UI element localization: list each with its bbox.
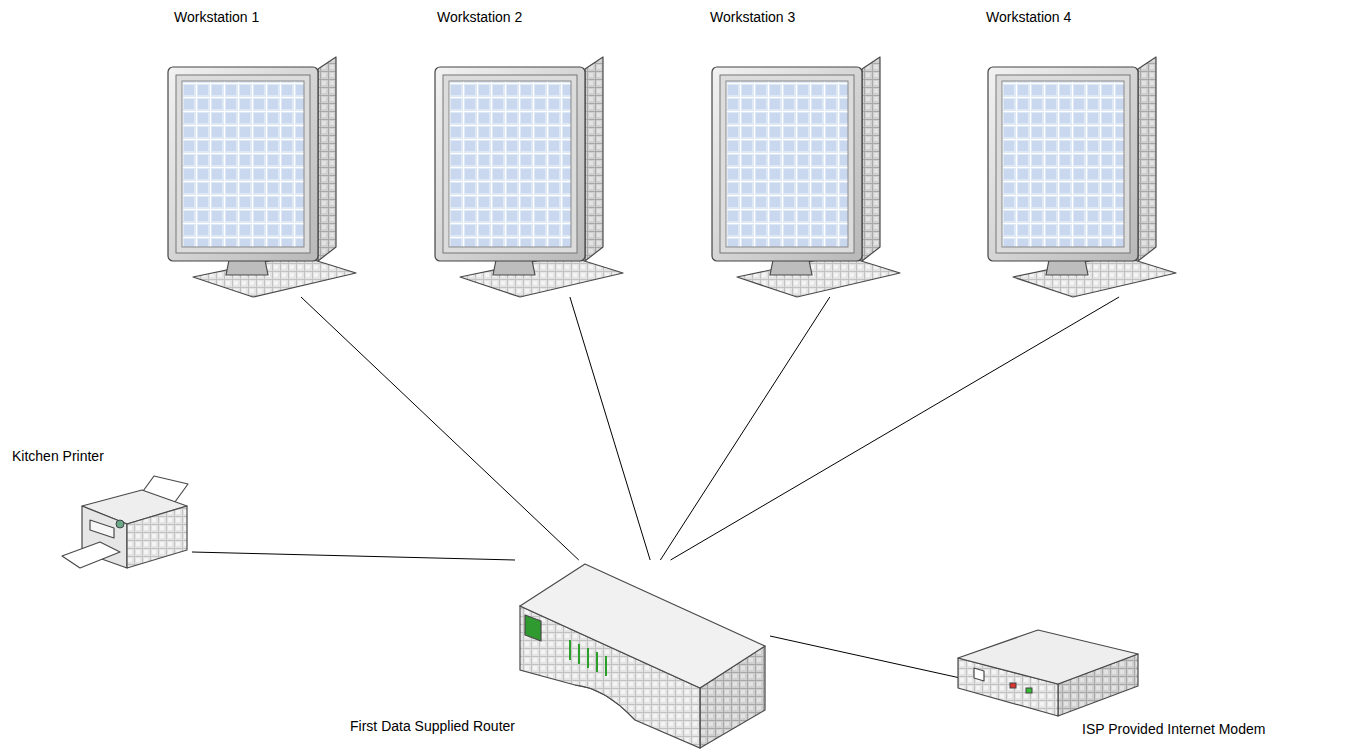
modem-led	[1026, 688, 1032, 693]
printer-slot	[90, 520, 114, 538]
monitor-icon	[988, 55, 1178, 297]
icon-group	[712, 57, 900, 297]
printer-icon	[62, 476, 192, 571]
printer-button	[116, 520, 124, 528]
monitor-frame	[720, 75, 854, 253]
router-ridge	[575, 685, 635, 720]
monitor-icon	[435, 55, 625, 297]
printer-paper-out	[62, 542, 120, 568]
icon-group	[958, 630, 1138, 716]
modem-led	[1010, 683, 1016, 688]
printer-side	[127, 506, 187, 568]
router-top	[520, 564, 765, 688]
router-panel	[525, 615, 541, 641]
icon-group	[520, 564, 765, 748]
monitor-screen	[449, 81, 571, 247]
device-label: Workstation 1	[172, 9, 261, 26]
router-led	[605, 656, 607, 676]
monitor-bezel	[988, 67, 1138, 261]
router-node: First Data Supplied Router	[515, 560, 770, 750]
modem-port	[974, 668, 984, 681]
icon-group	[62, 476, 188, 568]
monitor-bezel	[712, 67, 862, 261]
network-cable	[570, 297, 650, 560]
monitor-frame	[443, 75, 577, 253]
network-cable	[660, 297, 829, 560]
monitor-side	[862, 57, 880, 261]
device-label: Workstation 3	[708, 9, 797, 26]
monitor-bezel	[435, 67, 585, 261]
network-cable	[671, 297, 1120, 560]
monitor-frame	[176, 75, 310, 253]
printer-node: Kitchen Printer	[62, 476, 192, 571]
device-label: Kitchen Printer	[10, 448, 106, 465]
monitor-bezel	[168, 67, 318, 261]
modem-icon	[958, 628, 1138, 718]
network-cable	[192, 552, 515, 560]
device-label: First Data Supplied Router	[348, 718, 517, 735]
monitor-frame	[996, 75, 1130, 253]
monitor-node: Workstation 1	[168, 55, 358, 297]
monitor-screen	[182, 81, 304, 247]
network-cable	[301, 297, 579, 560]
router-led	[587, 648, 589, 668]
monitor-node: Workstation 2	[435, 55, 625, 297]
monitor-icon	[712, 55, 902, 297]
router-icon	[515, 560, 770, 750]
device-label: Workstation 4	[984, 9, 1073, 26]
modem-top	[958, 630, 1138, 684]
router-led	[596, 652, 598, 672]
network-cable	[770, 636, 958, 678]
icon-group	[435, 57, 623, 297]
router-led	[578, 644, 580, 664]
router-led	[569, 640, 571, 660]
icon-group	[168, 57, 356, 297]
modem-node: ISP Provided Internet Modem	[958, 628, 1138, 718]
icon-group	[988, 57, 1176, 297]
monitor-icon	[168, 55, 358, 297]
device-label: ISP Provided Internet Modem	[1080, 721, 1267, 738]
monitor-node: Workstation 4	[988, 55, 1178, 297]
monitor-side	[1138, 57, 1156, 261]
monitor-node: Workstation 3	[712, 55, 902, 297]
monitor-side	[318, 57, 336, 261]
device-label: Workstation 2	[435, 9, 524, 26]
monitor-screen	[726, 81, 848, 247]
monitor-screen	[1002, 81, 1124, 247]
monitor-side	[585, 57, 603, 261]
